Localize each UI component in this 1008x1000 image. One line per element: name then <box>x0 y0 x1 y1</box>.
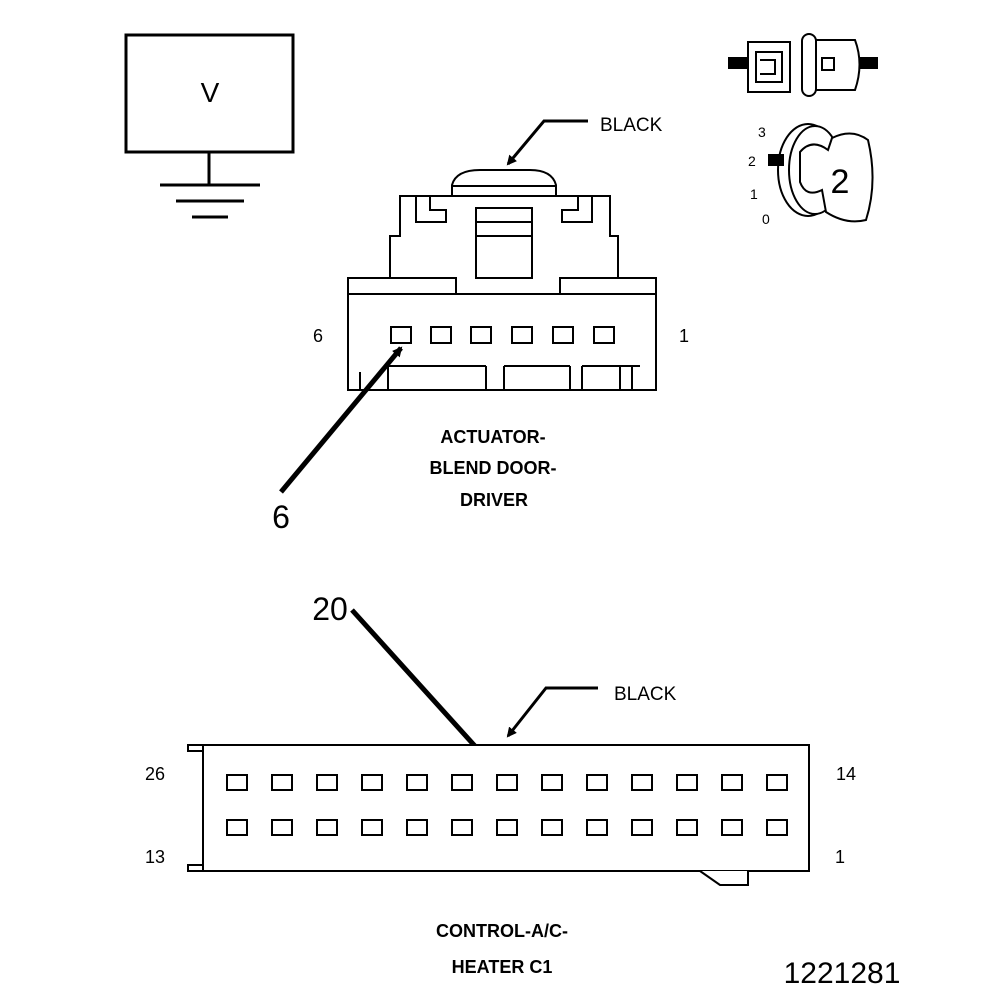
control-color-callout-arrow <box>506 686 598 738</box>
actuator-pin-left-label: 6 <box>313 326 323 346</box>
control-pin-bottom-right-label: 1 <box>835 847 845 867</box>
control-top-row-cavities <box>226 774 788 791</box>
control-cavity <box>766 819 788 836</box>
control-pin-top-left-label: 26 <box>145 764 165 784</box>
control-cavity <box>316 819 338 836</box>
control-cavity <box>541 819 563 836</box>
disconnected-connector-icon <box>728 33 878 97</box>
meter-label: V <box>201 77 220 108</box>
control-cavity <box>406 774 428 791</box>
actuator-cavity <box>511 326 533 344</box>
ignition-key-icon: 3 2 1 0 2 <box>748 123 874 227</box>
control-title-line-2: HEATER C1 <box>452 957 553 977</box>
ignition-position-2: 2 <box>748 153 756 169</box>
actuator-cavity <box>390 326 412 344</box>
actuator-title-line-2: BLEND DOOR- <box>430 458 557 478</box>
actuator-cavity <box>593 326 615 344</box>
control-cavity <box>631 819 653 836</box>
control-cavity <box>226 819 248 836</box>
actuator-connector: BLACK 6 1 6 ACTUA <box>272 115 689 535</box>
ignition-selected-position: 2 <box>831 163 850 201</box>
control-cavity <box>226 774 248 791</box>
ignition-position-0: 0 <box>762 211 770 227</box>
control-bottom-row-cavities <box>226 819 788 836</box>
control-cavity <box>361 819 383 836</box>
actuator-title-line-1: ACTUATOR- <box>440 427 545 447</box>
actuator-pin-cavities <box>390 326 615 344</box>
voltmeter-symbol: V <box>124 33 295 219</box>
control-cavity <box>586 774 608 791</box>
actuator-cavity <box>430 326 452 344</box>
actuator-cavity <box>470 326 492 344</box>
ground-icon <box>160 183 260 219</box>
actuator-color-label: BLACK <box>600 115 663 136</box>
control-cavity <box>676 819 698 836</box>
color-callout-arrow <box>506 119 588 166</box>
control-pin-bottom-left-label: 13 <box>145 847 165 867</box>
control-cavity <box>766 774 788 791</box>
ignition-position-1: 1 <box>750 186 758 202</box>
actuator-pin-callout-arrow <box>279 346 403 494</box>
actuator-pin-right-label: 1 <box>679 326 689 346</box>
ignition-position-3: 3 <box>758 124 766 140</box>
actuator-callout-pin: 6 <box>272 499 290 535</box>
control-cavity <box>721 819 743 836</box>
control-cavity <box>316 774 338 791</box>
control-cavity <box>586 819 608 836</box>
figure-number: 1221281 <box>784 957 901 990</box>
actuator-title-line-3: DRIVER <box>460 490 528 510</box>
control-color-label: BLACK <box>614 684 677 705</box>
control-cavity <box>451 819 473 836</box>
control-callout-pin: 20 <box>312 591 348 627</box>
control-cavity <box>271 774 293 791</box>
control-cavity <box>631 774 653 791</box>
control-cavity <box>406 819 428 836</box>
control-cavity <box>676 774 698 791</box>
control-cavity <box>496 774 518 791</box>
control-cavity <box>451 774 473 791</box>
control-title-line-1: CONTROL-A/C- <box>436 921 568 941</box>
control-cavity <box>271 819 293 836</box>
control-connector: 20 BLACK <box>145 591 856 977</box>
control-cavity <box>721 774 743 791</box>
actuator-cavity <box>552 326 574 344</box>
control-pin-top-right-label: 14 <box>836 764 856 784</box>
control-cavity <box>361 774 383 791</box>
control-cavity <box>541 774 563 791</box>
control-cavity <box>496 819 518 836</box>
